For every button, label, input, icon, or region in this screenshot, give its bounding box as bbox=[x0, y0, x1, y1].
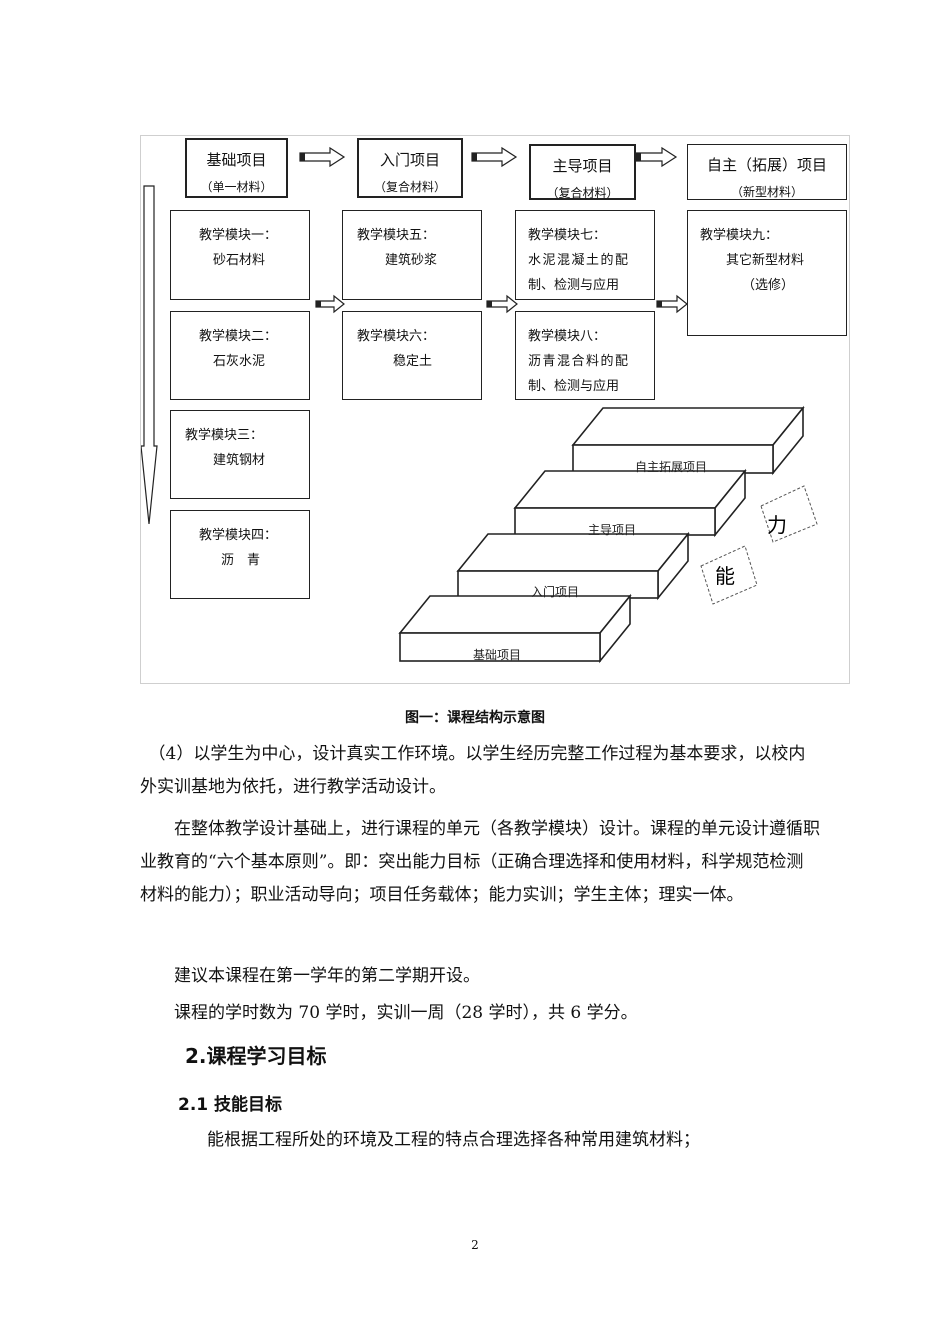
module-title: 教学模块五： bbox=[357, 223, 481, 248]
module-text: 制、检测与应用 bbox=[528, 374, 654, 399]
module-4: 教学模块四： 沥 青 bbox=[170, 510, 310, 599]
ability-char: 能 bbox=[715, 564, 735, 588]
module-5: 教学模块五： 建筑砂浆 bbox=[342, 210, 482, 300]
header-title: 基础项目 bbox=[187, 149, 286, 170]
header-main-project: 主导项目 （复合材料） bbox=[529, 144, 636, 200]
header-sub: （单一材料） bbox=[187, 178, 286, 195]
header-title: 自主（拓展）项目 bbox=[688, 154, 846, 175]
module-2: 教学模块二： 石灰水泥 bbox=[170, 311, 310, 400]
module-text: 砂石材料 bbox=[199, 248, 309, 273]
module-title: 教学模块一： bbox=[199, 223, 309, 248]
stair-label: 自主拓展项目 bbox=[635, 460, 707, 474]
arrow-right-icon bbox=[636, 148, 676, 166]
subsection-heading: 2.1 技能目标 bbox=[178, 1090, 282, 1115]
module-text: 石灰水泥 bbox=[199, 349, 309, 374]
header-sub: （复合材料） bbox=[359, 178, 461, 195]
header-sub: （新型材料） bbox=[688, 183, 846, 200]
module-title: 教学模块九： bbox=[700, 223, 846, 248]
arrow-right-icon bbox=[316, 296, 344, 312]
arrow-right-icon bbox=[300, 148, 344, 166]
module-text: 稳定土 bbox=[357, 349, 481, 374]
arrow-down-icon bbox=[141, 186, 157, 524]
module-1: 教学模块一： 砂石材料 bbox=[170, 210, 310, 300]
module-9: 教学模块九： 其它新型材料 （选修） bbox=[687, 210, 847, 336]
stair-label: 基础项目 bbox=[473, 648, 521, 662]
header-title: 主导项目 bbox=[531, 155, 634, 176]
header-basic-project: 基础项目 （单一材料） bbox=[185, 138, 288, 198]
module-text: 制、检测与应用 bbox=[528, 273, 654, 298]
module-text: 沥青混合料的配 bbox=[528, 349, 654, 374]
ability-char: 力 bbox=[767, 513, 787, 537]
module-8: 教学模块八： 沥青混合料的配 制、检测与应用 bbox=[515, 311, 655, 400]
page-number: 2 bbox=[0, 1238, 950, 1252]
course-structure-figure: 基础项目 （单一材料） 入门项目 （复合材料） 主导项目 （复合材料） 自主（拓… bbox=[140, 135, 850, 684]
paragraph: 建议本课程在第一学年的第二学期开设。 bbox=[140, 960, 820, 993]
module-text: 其它新型材料 bbox=[700, 248, 846, 273]
module-6: 教学模块六： 稳定土 bbox=[342, 311, 482, 400]
header-title: 入门项目 bbox=[359, 149, 461, 170]
module-title: 教学模块八： bbox=[528, 324, 654, 349]
arrow-right-icon bbox=[487, 296, 517, 312]
figure-caption: 图一：课程结构示意图 bbox=[0, 707, 950, 727]
module-title: 教学模块三： bbox=[185, 423, 309, 448]
paragraph: （4）以学生为中心，设计真实工作环境。以学生经历完整工作过程为基本要求，以校内外… bbox=[140, 738, 820, 804]
paragraph: 课程的学时数为 70 学时，实训一周（28 学时），共 6 学分。 bbox=[140, 997, 820, 1030]
module-7: 教学模块七： 水泥混凝土的配 制、检测与应用 bbox=[515, 210, 655, 300]
module-title: 教学模块六： bbox=[357, 324, 481, 349]
arrow-right-icon bbox=[657, 296, 687, 312]
module-text: 建筑钢材 bbox=[185, 448, 309, 473]
module-title: 教学模块七： bbox=[528, 223, 654, 248]
module-3: 教学模块三： 建筑钢材 bbox=[170, 410, 310, 499]
stair-label: 入门项目 bbox=[531, 584, 579, 599]
module-text: 建筑砂浆 bbox=[357, 248, 481, 273]
paragraph: 能根据工程所处的环境及工程的特点合理选择各种常用建筑材料； bbox=[207, 1124, 887, 1157]
module-text: （选修） bbox=[700, 273, 846, 298]
module-text: 沥 青 bbox=[199, 548, 309, 573]
header-sub: （复合材料） bbox=[531, 184, 634, 201]
header-extended-project: 自主（拓展）项目 （新型材料） bbox=[687, 144, 847, 200]
module-text: 水泥混凝土的配 bbox=[528, 248, 654, 273]
arrow-right-icon bbox=[472, 148, 516, 166]
module-title: 教学模块二： bbox=[199, 324, 309, 349]
header-entry-project: 入门项目 （复合材料） bbox=[357, 138, 463, 198]
paragraph: 在整体教学设计基础上，进行课程的单元（各教学模块）设计。课程的单元设计遵循职业教… bbox=[140, 813, 820, 912]
module-title: 教学模块四： bbox=[199, 523, 309, 548]
section-heading: 2.课程学习目标 bbox=[185, 1040, 327, 1069]
stair-label: 主导项目 bbox=[588, 523, 636, 537]
